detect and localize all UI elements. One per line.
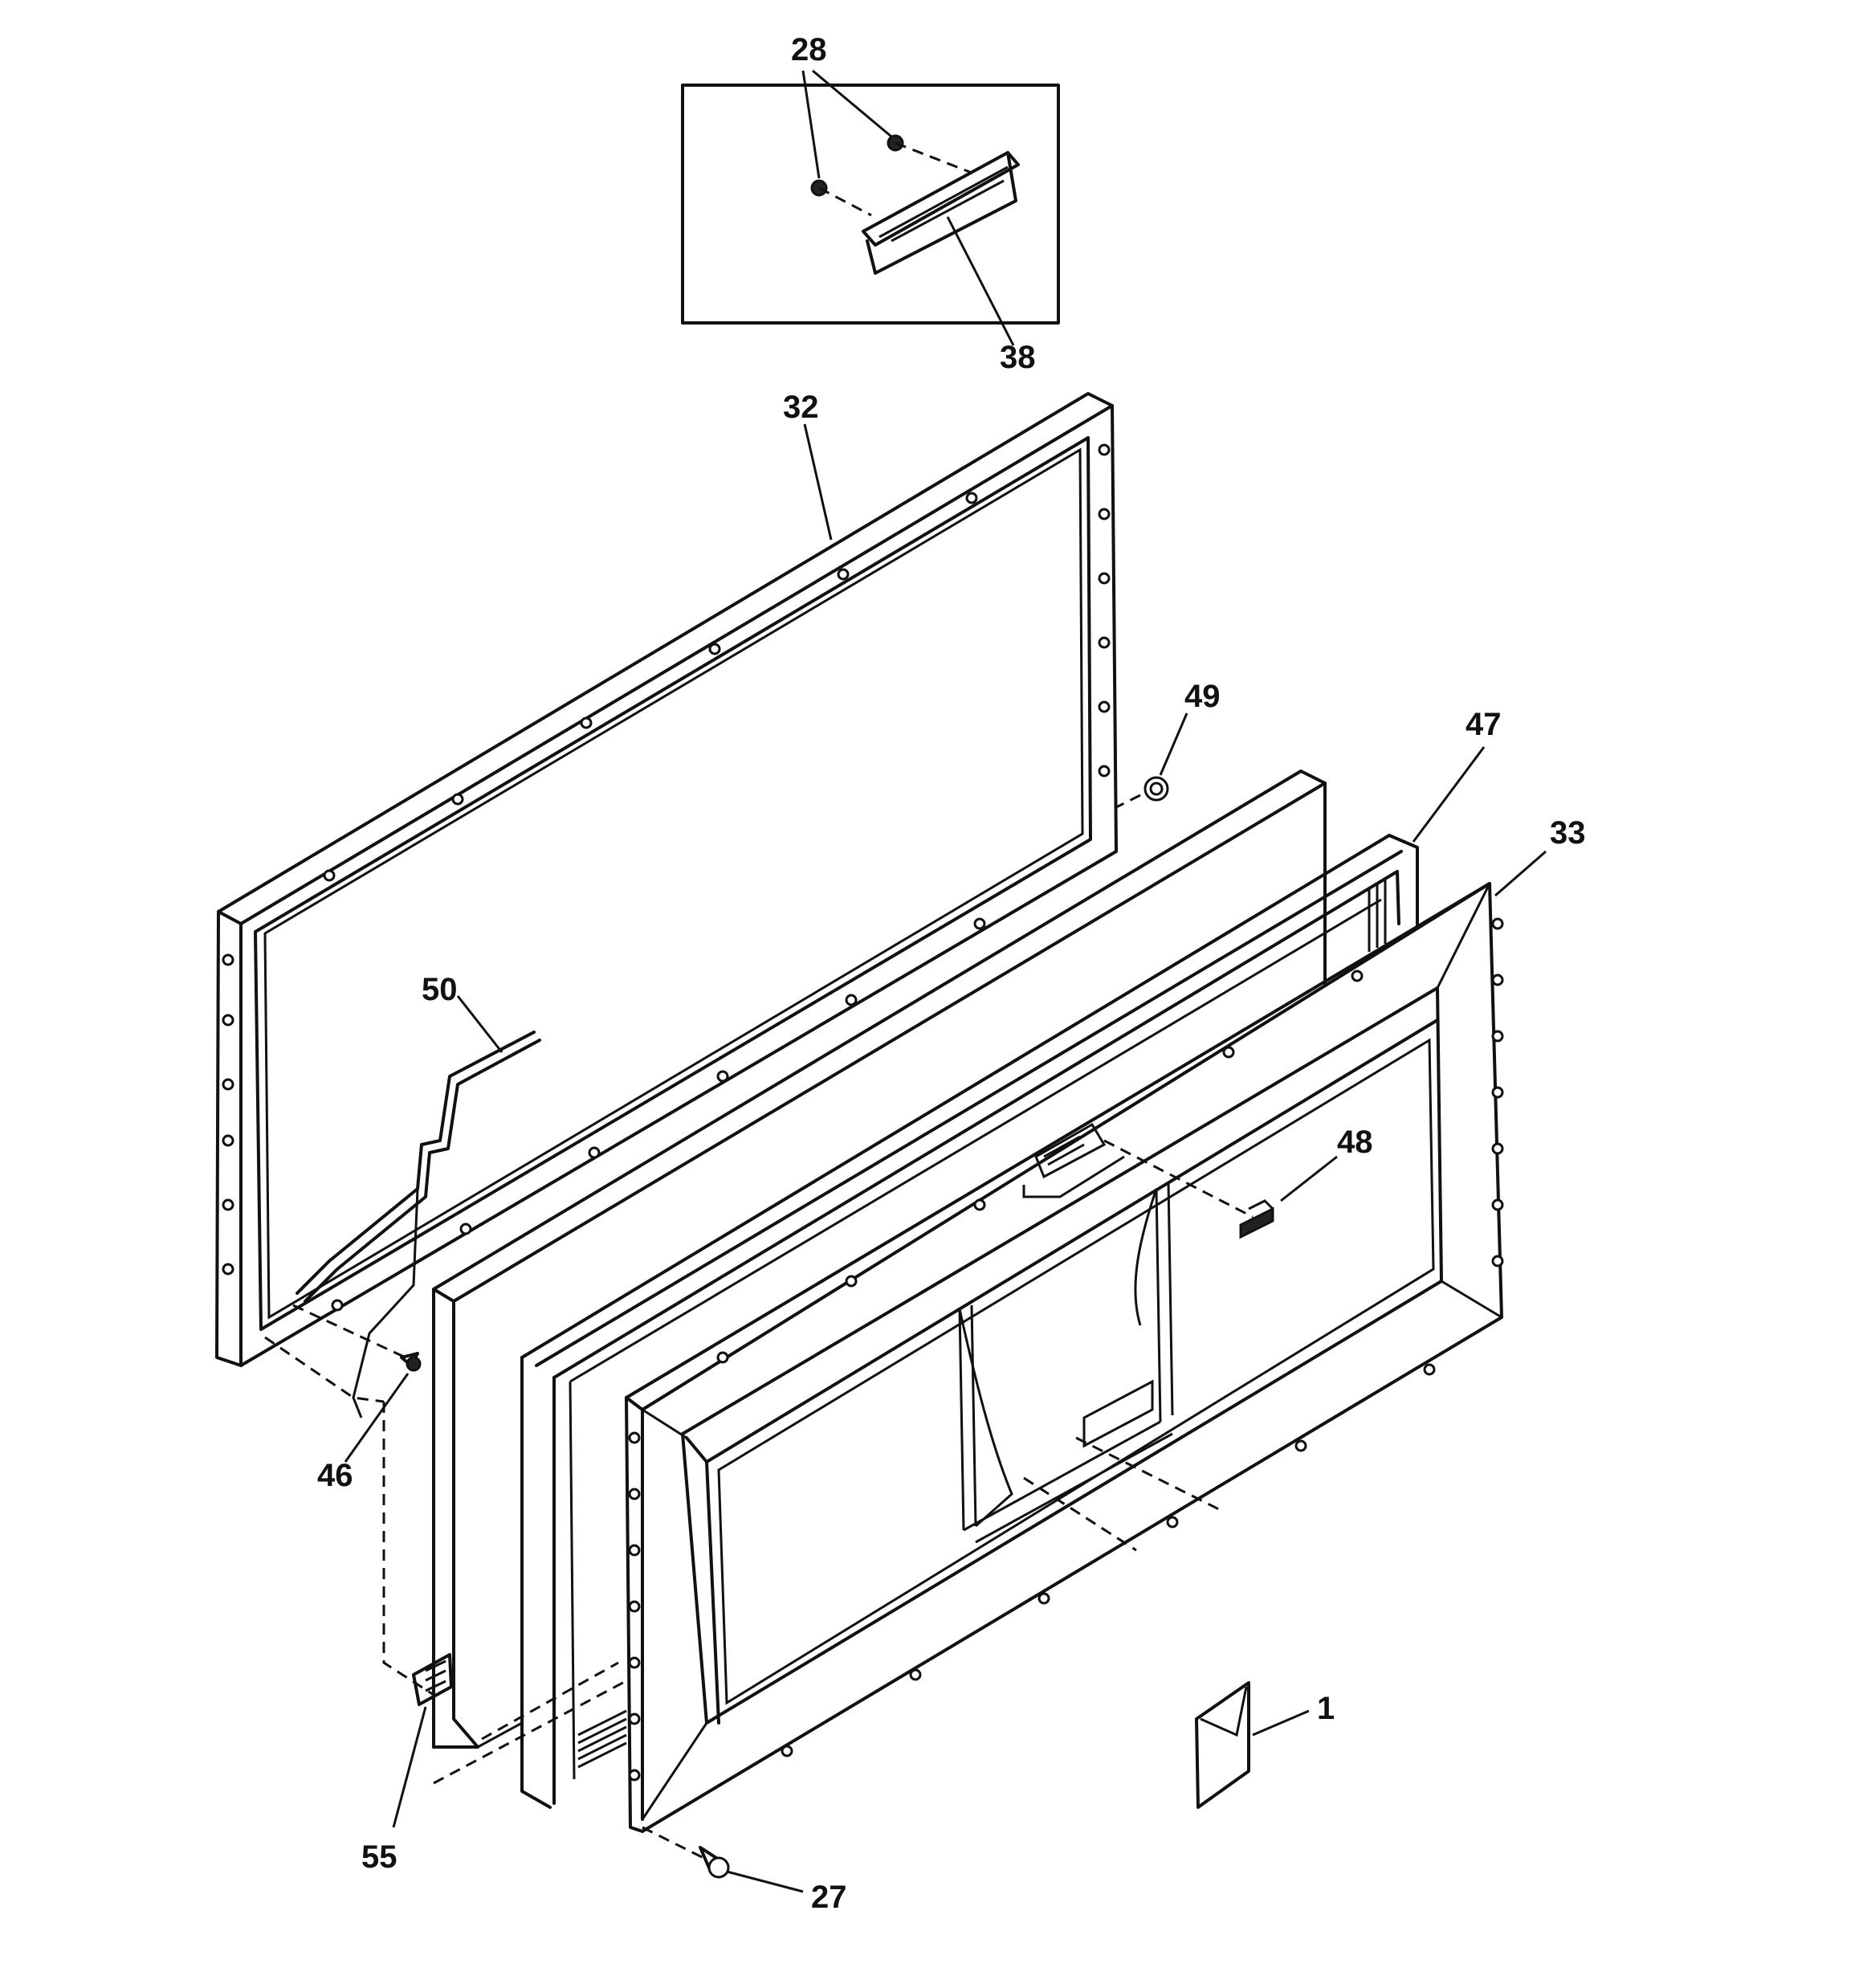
envelope-1 xyxy=(1195,1681,1310,1809)
inner-door-panel xyxy=(215,392,1118,1367)
callout-38: 38 xyxy=(1000,340,1036,375)
callout-55: 55 xyxy=(361,1839,397,1875)
door-handle xyxy=(862,151,1020,275)
plug-49 xyxy=(1115,712,1188,809)
callout-33: 33 xyxy=(1550,815,1586,851)
callout-50: 50 xyxy=(422,972,458,1007)
callout-28: 28 xyxy=(791,32,827,67)
insulation-block xyxy=(432,769,1327,1749)
door-gasket xyxy=(520,746,1486,1809)
screw-46 xyxy=(292,1304,422,1463)
callout-27: 27 xyxy=(811,1880,847,1915)
callout-46: 46 xyxy=(317,1458,353,1493)
callout-32: 32 xyxy=(783,390,819,425)
callout-48: 48 xyxy=(1337,1125,1373,1160)
callout-47: 47 xyxy=(1466,707,1502,742)
screw-27 xyxy=(699,1846,804,1893)
callout-1: 1 xyxy=(1317,1691,1335,1726)
callout-labels: 28 38 32 49 47 33 50 48 46 1 55 27 xyxy=(317,32,1586,1915)
outer-door-panel xyxy=(625,850,1547,1833)
callout-49: 49 xyxy=(1184,679,1221,714)
heater-wire xyxy=(296,995,541,1419)
handle-inset xyxy=(681,69,1060,346)
latch-48 xyxy=(1103,1139,1338,1239)
assembly-guidelines xyxy=(264,1336,1221,1861)
clip-55 xyxy=(392,1653,453,1828)
